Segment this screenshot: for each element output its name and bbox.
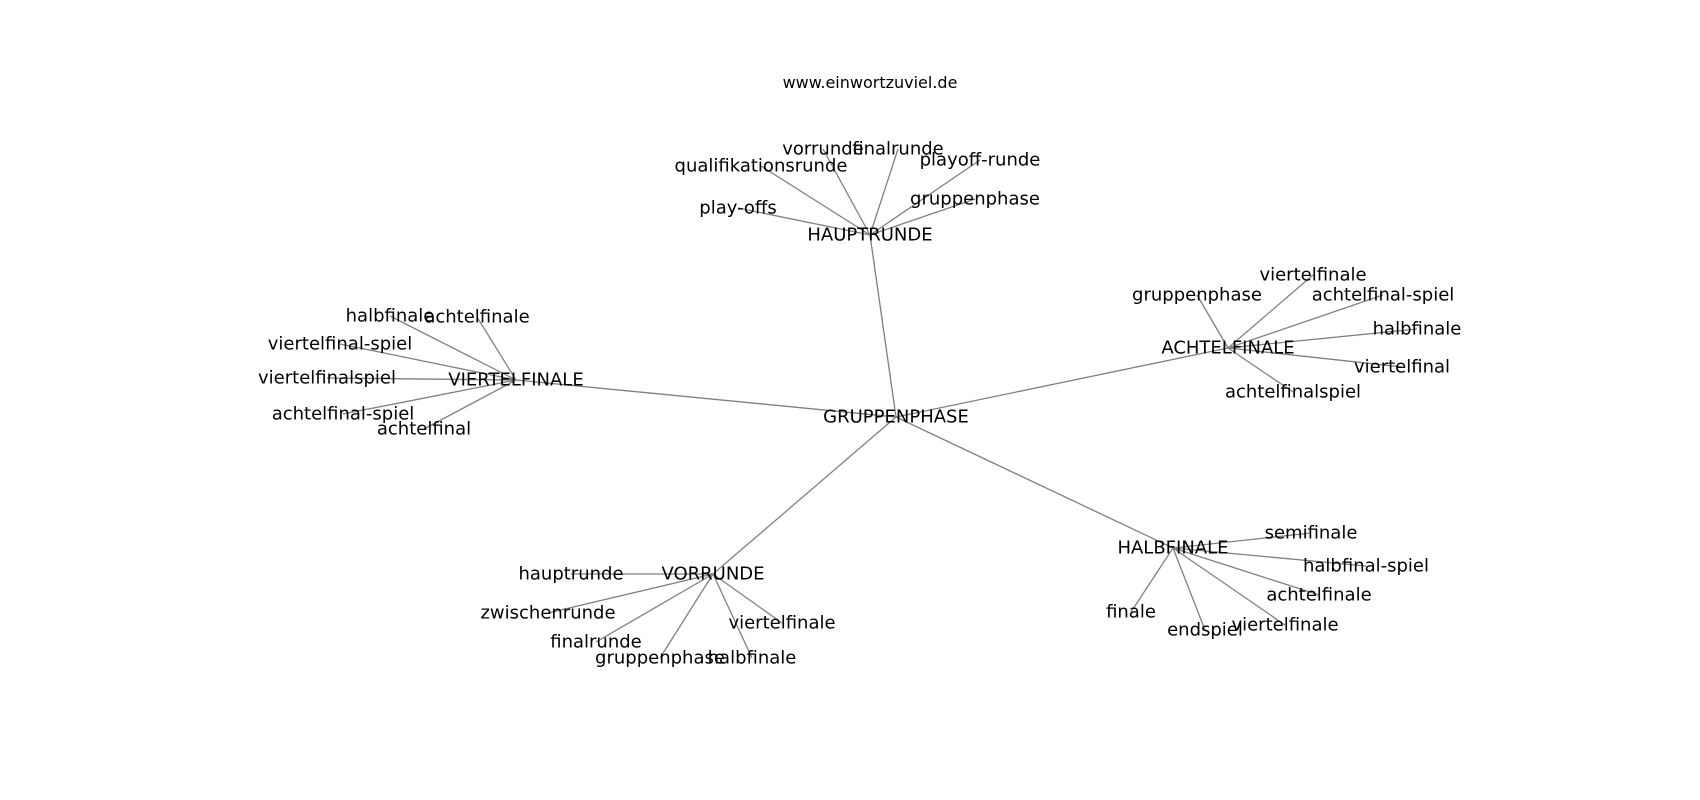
- leaf-node-viertelfinale-achtelfinal: achtelfinal: [377, 419, 471, 440]
- edge-hauptrunde-vorrunde: [822, 148, 871, 236]
- edge-center-hauptrunde: [869, 234, 897, 418]
- edge-viertelfinale-viertelfinalspiel: [326, 377, 517, 381]
- leaf-node-achtelfinale-halbfinale: halbfinale: [1373, 319, 1462, 340]
- edge-center-vorrunde: [712, 416, 897, 575]
- leaf-node-hauptrunde-gruppenphase: gruppenphase: [910, 189, 1040, 210]
- leaf-node-achtelfinale-achtelfinal-spiel: achtelfinal-spiel: [1312, 285, 1455, 306]
- leaf-node-halbfinale-finale: finale: [1106, 602, 1156, 623]
- edges-layer: [326, 148, 1418, 659]
- leaf-node-vorrunde-viertelfinale: viertelfinale: [728, 613, 835, 634]
- leaf-node-hauptrunde-finalrunde: finalrunde: [852, 139, 944, 160]
- edge-achtelfinale-achtelfinalspiel: [1227, 347, 1294, 393]
- edge-viertelfinale-viertelfinal-spiel: [339, 343, 517, 381]
- leaf-node-vorrunde-zwischenrunde: zwischenrunde: [480, 603, 615, 624]
- edge-hauptrunde-playoff-runde: [869, 159, 981, 236]
- leaf-node-halbfinale-achtelfinale: achtelfinale: [1266, 585, 1371, 606]
- leaf-node-hauptrunde-play-offs: play-offs: [699, 198, 776, 219]
- leaf-node-achtelfinale-viertelfinale: viertelfinale: [1259, 265, 1366, 286]
- edge-hauptrunde-finalrunde: [869, 148, 899, 236]
- edge-achtelfinale-achtelfinal-spiel: [1227, 294, 1384, 349]
- edge-achtelfinale-viertelfinale: [1227, 274, 1314, 349]
- hub-node-vorrunde: VORRUNDE: [661, 564, 764, 585]
- leaf-node-viertelfinale-achtelfinale: achtelfinale: [424, 307, 529, 328]
- edge-hauptrunde-gruppenphase: [869, 198, 976, 236]
- leaf-node-halbfinale-semifinale: semifinale: [1265, 523, 1358, 544]
- leaf-node-halbfinale-endspiel: endspiel: [1167, 620, 1243, 641]
- leaf-node-achtelfinale-achtelfinalspiel: achtelfinalspiel: [1225, 382, 1361, 403]
- edge-achtelfinale-gruppenphase: [1196, 294, 1229, 349]
- edge-center-viertelfinale: [515, 379, 897, 418]
- edge-hauptrunde-play-offs: [737, 207, 871, 236]
- edge-hauptrunde-qualifikationsrunde: [760, 165, 871, 236]
- leaf-node-halbfinale-viertelfinale: viertelfinale: [1231, 615, 1338, 636]
- leaf-node-viertelfinale-halbfinale: halbfinale: [346, 306, 435, 327]
- leaf-node-hauptrunde-vorrunde: vorrunde: [782, 139, 863, 160]
- leaf-node-viertelfinale-viertelfinalspiel: viertelfinalspiel: [258, 368, 396, 389]
- edge-halbfinale-halbfinal-spiel: [1172, 547, 1367, 567]
- edge-halbfinale-viertelfinale: [1172, 547, 1286, 626]
- hub-node-halbfinale: HALBFINALE: [1117, 538, 1228, 559]
- leaf-node-halbfinale-halbfinal-spiel: halbfinal-spiel: [1303, 556, 1429, 577]
- edge-center-achtelfinale: [895, 347, 1229, 418]
- edge-halbfinale-endspiel: [1172, 547, 1206, 631]
- hub-node-viertelfinale: VIERTELFINALE: [448, 370, 583, 391]
- edge-vorrunde-gruppenphase: [659, 573, 714, 659]
- edge-vorrunde-finalrunde: [595, 573, 714, 643]
- hub-node-hauptrunde: HAUPTRUNDE: [807, 225, 932, 246]
- leaf-node-achtelfinale-gruppenphase: gruppenphase: [1132, 285, 1262, 306]
- leaf-node-viertelfinale-achtelfinal-spiel: achtelfinal-spiel: [272, 404, 415, 425]
- edge-viertelfinale-achtelfinal-spiel: [342, 379, 517, 415]
- leaf-node-hauptrunde-qualifikationsrunde: qualifikationsrunde: [675, 156, 848, 177]
- edge-viertelfinale-halbfinale: [389, 315, 517, 381]
- leaf-node-viertelfinale-viertelfinal-spiel: viertelfinal-spiel: [268, 334, 412, 355]
- leaf-node-vorrunde-hauptrunde: hauptrunde: [518, 564, 623, 585]
- edge-halbfinale-achtelfinale: [1172, 547, 1320, 596]
- leaf-node-vorrunde-gruppenphase: gruppenphase: [595, 648, 725, 669]
- leaf-node-vorrunde-halbfinale: halbfinale: [708, 648, 797, 669]
- edge-halbfinale-finale: [1130, 547, 1174, 613]
- edge-center-halbfinale: [895, 416, 1174, 549]
- edge-viertelfinale-achtelfinale: [476, 316, 517, 381]
- edge-vorrunde-viertelfinale: [712, 573, 783, 624]
- labels-layer: GRUPPENPHASE HAUPTRUNDE qualifikationsrund…: [258, 139, 1461, 669]
- edge-achtelfinale-halbfinale: [1227, 328, 1418, 349]
- edge-vorrunde-zwischenrunde: [547, 573, 714, 614]
- hub-node-achtelfinale: ACHTELFINALE: [1161, 338, 1294, 359]
- edge-achtelfinale-viertelfinal: [1227, 347, 1403, 368]
- site-title: www.einwortzuviel.de: [783, 73, 958, 92]
- edge-viertelfinale-achtelfinal: [423, 379, 517, 430]
- leaf-node-hauptrunde-playoff-runde: playoff-runde: [920, 150, 1041, 171]
- edge-vorrunde-halbfinale: [712, 573, 753, 659]
- edge-halbfinale-semifinale: [1172, 532, 1312, 549]
- leaf-node-achtelfinale-viertelfinal: viertelfinal: [1354, 357, 1450, 378]
- leaf-node-vorrunde-finalrunde: finalrunde: [550, 632, 642, 653]
- center-node-label: GRUPPENPHASE: [823, 407, 969, 428]
